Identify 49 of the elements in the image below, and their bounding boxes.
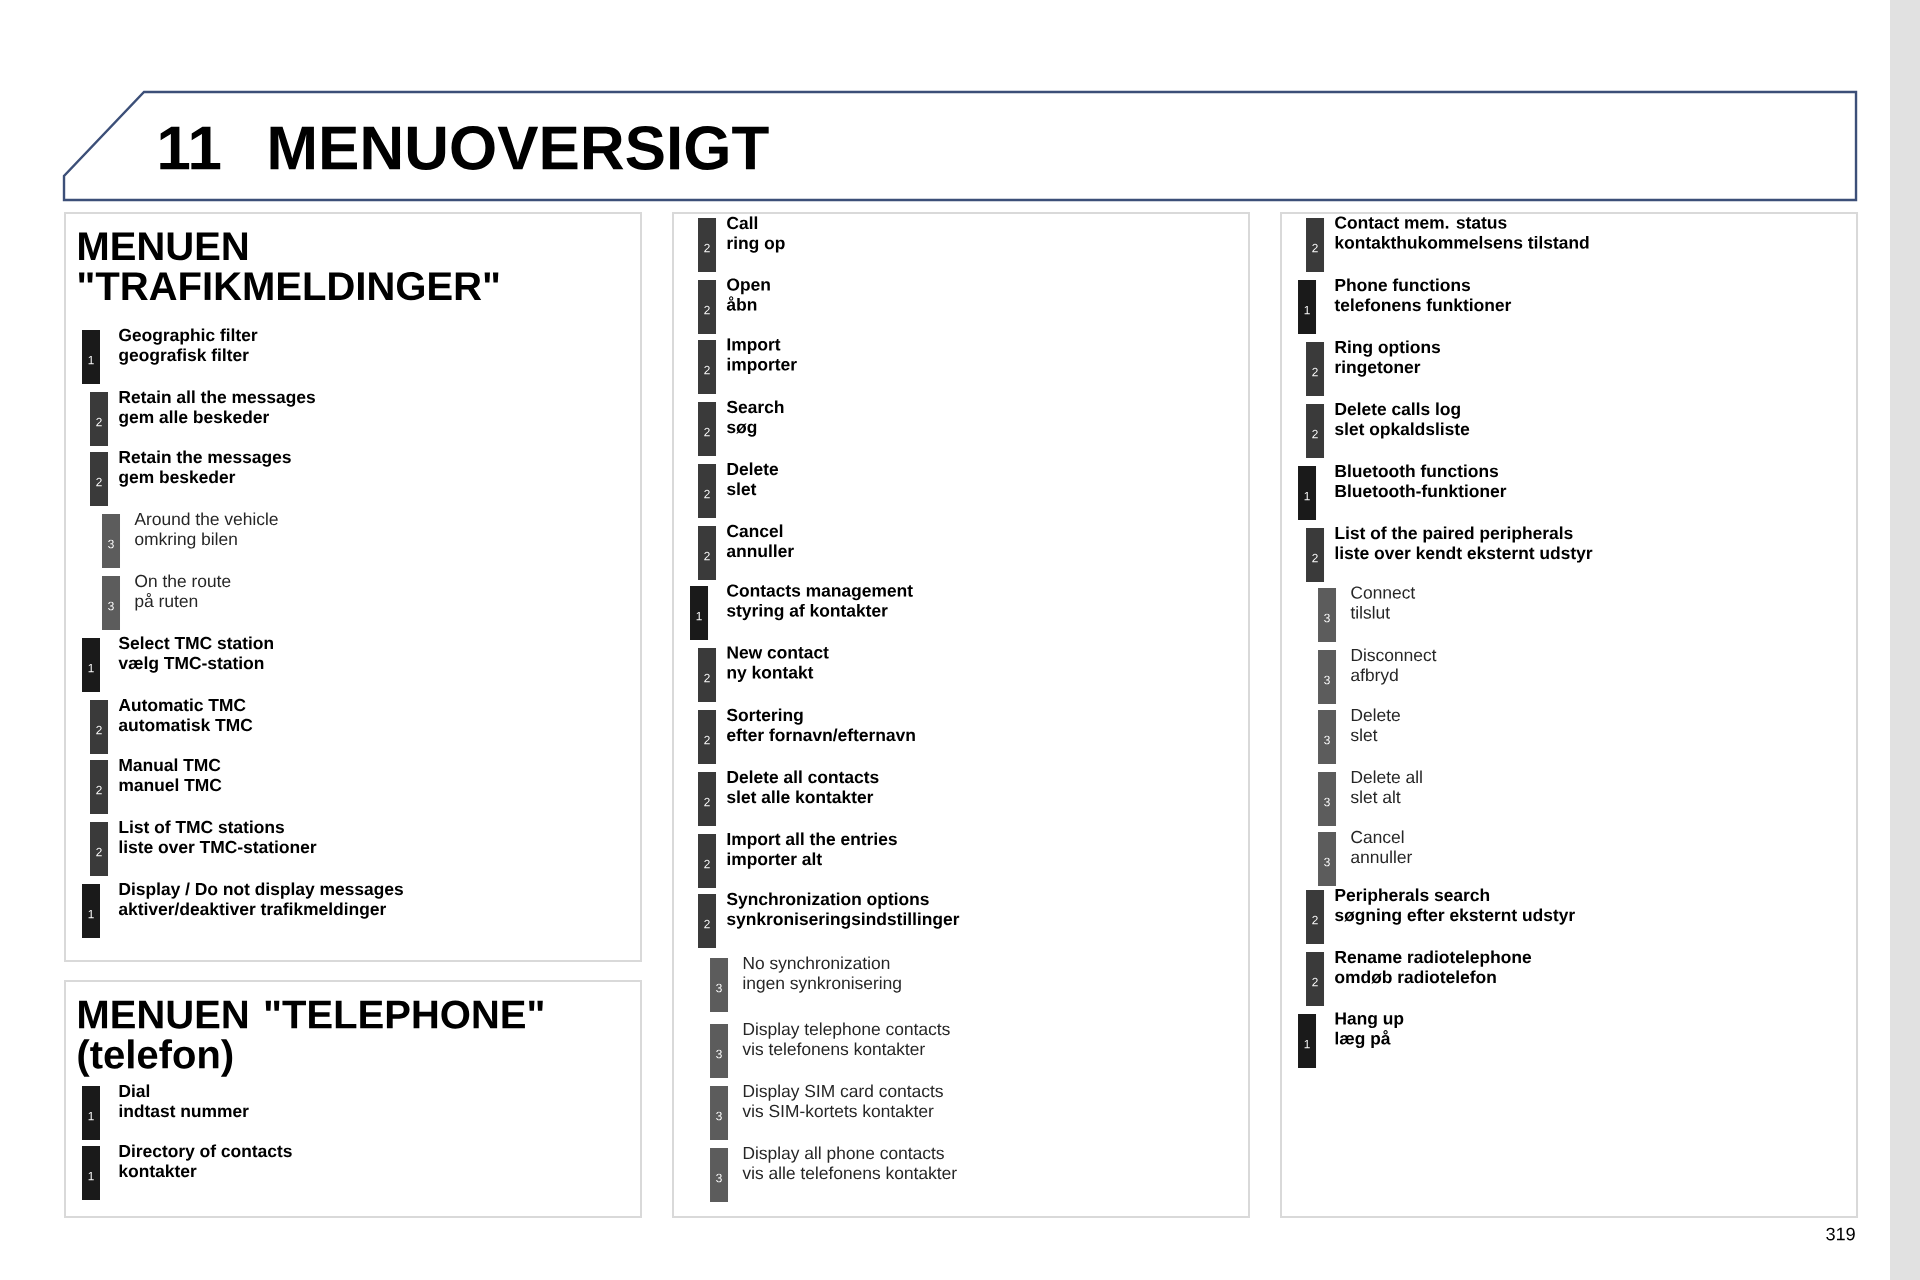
menu-heading: MENUEN "TRAFIKMELDINGER": [79, 232, 499, 301]
menu-item-label: No synchronization ingen synkronisering: [743, 956, 901, 993]
page-title: MENUOVERSIGT: [270, 126, 769, 170]
menu-item-label: Contact mem. status kontakthukommelsens tilstand: [1335, 216, 1589, 249]
menu-item-label: Contacts management styring af kontakter: [727, 584, 913, 621]
menu-item-label: List of the paired peripherals liste over kendt eksternt udstyr: [1335, 526, 1593, 563]
menu-item-label: Around the vehicle omkring bilen: [134, 512, 278, 549]
menu-item-label: Import importer: [727, 338, 797, 374]
menu-item-label: Connect tilslut: [1350, 586, 1416, 619]
menu-item-label: Import all the entries importer alt: [727, 832, 897, 869]
menu-item-label: List of TMC stations liste over TMC-stationer: [119, 820, 317, 854]
menu-item-label: Display telephone contacts vis telefonens kontakter: [742, 1022, 950, 1056]
menu-item-label: Hang up læg på: [1335, 1012, 1404, 1049]
menu-item-label: Display SIM card contacts vis SIM-kortets kontakter: [742, 1084, 943, 1118]
menu-item-label: New contact ny kontakt: [727, 646, 829, 682]
menu-item-label: Retain all the messages gem alle beskeder: [119, 390, 315, 427]
menu-panel: [1280, 212, 1859, 1218]
menu-item-label: Select TMC station vælg TMC-station: [118, 636, 273, 673]
menu-item-label: On the route på ruten: [135, 574, 231, 611]
menu-item-label: Delete all slet alt: [1350, 770, 1422, 804]
page-number: 319: [1826, 1227, 1855, 1241]
menu-heading: MENUEN "TELEPHONE" (telefon): [78, 1000, 543, 1077]
menu-item-label: Phone functions telefonens funktioner: [1334, 278, 1512, 312]
menu-item-label: Sortering efter fornavn/efternavn: [726, 708, 915, 742]
menu-item-label: Directory of contacts kontakter: [119, 1144, 292, 1178]
menu-panel: [672, 212, 1250, 1218]
menu-item-label: Geographic filter geografisk filter: [119, 328, 258, 365]
menu-item-label: Delete slet: [727, 462, 779, 496]
menu-item-label: Delete all contacts slet alle kontakter: [727, 770, 879, 804]
menu-item-label: Disconnect afbryd: [1351, 648, 1437, 685]
menu-item-label: Manual TMC manuel TMC: [119, 758, 222, 792]
menu-item-label: Open åbn: [726, 278, 770, 311]
chapter-number: 11: [160, 126, 221, 170]
menu-item-label: Delete slet: [1350, 708, 1400, 742]
menu-item-label: Rename radiotelephone omdøb radiotelefon: [1335, 950, 1532, 984]
menu-item-label: Cancel annuller: [726, 524, 794, 558]
menu-item-label: Automatic TMC automatisk TMC: [118, 698, 253, 732]
menu-item-label: Delete calls log slet opkaldsliste: [1335, 402, 1470, 439]
menu-item-label: Bluetooth functions Bluetooth-funktioner: [1335, 464, 1507, 498]
menu-item-label: Peripherals search søgning efter eksternt udstyr: [1335, 888, 1575, 925]
menu-item-label: Call ring op: [727, 216, 785, 253]
menu-item-label: Retain the messages gem beskeder: [119, 450, 291, 487]
menu-item-label: Cancel annuller: [1351, 830, 1413, 864]
menu-item-label: Dial indtast nummer: [119, 1084, 249, 1118]
menu-item-label: Synchronization options synkroniseringsindstillinger: [726, 892, 960, 929]
menu-item-label: Search søg: [726, 400, 784, 437]
menu-item-label: Display / Do not display messages aktiver/deaktiver trafikmeldinger: [118, 882, 403, 919]
menu-item-label: Display all phone contacts vis alle telefonens kontakter: [742, 1146, 957, 1180]
menu-item-label: Ring options ringetoner: [1335, 340, 1441, 377]
